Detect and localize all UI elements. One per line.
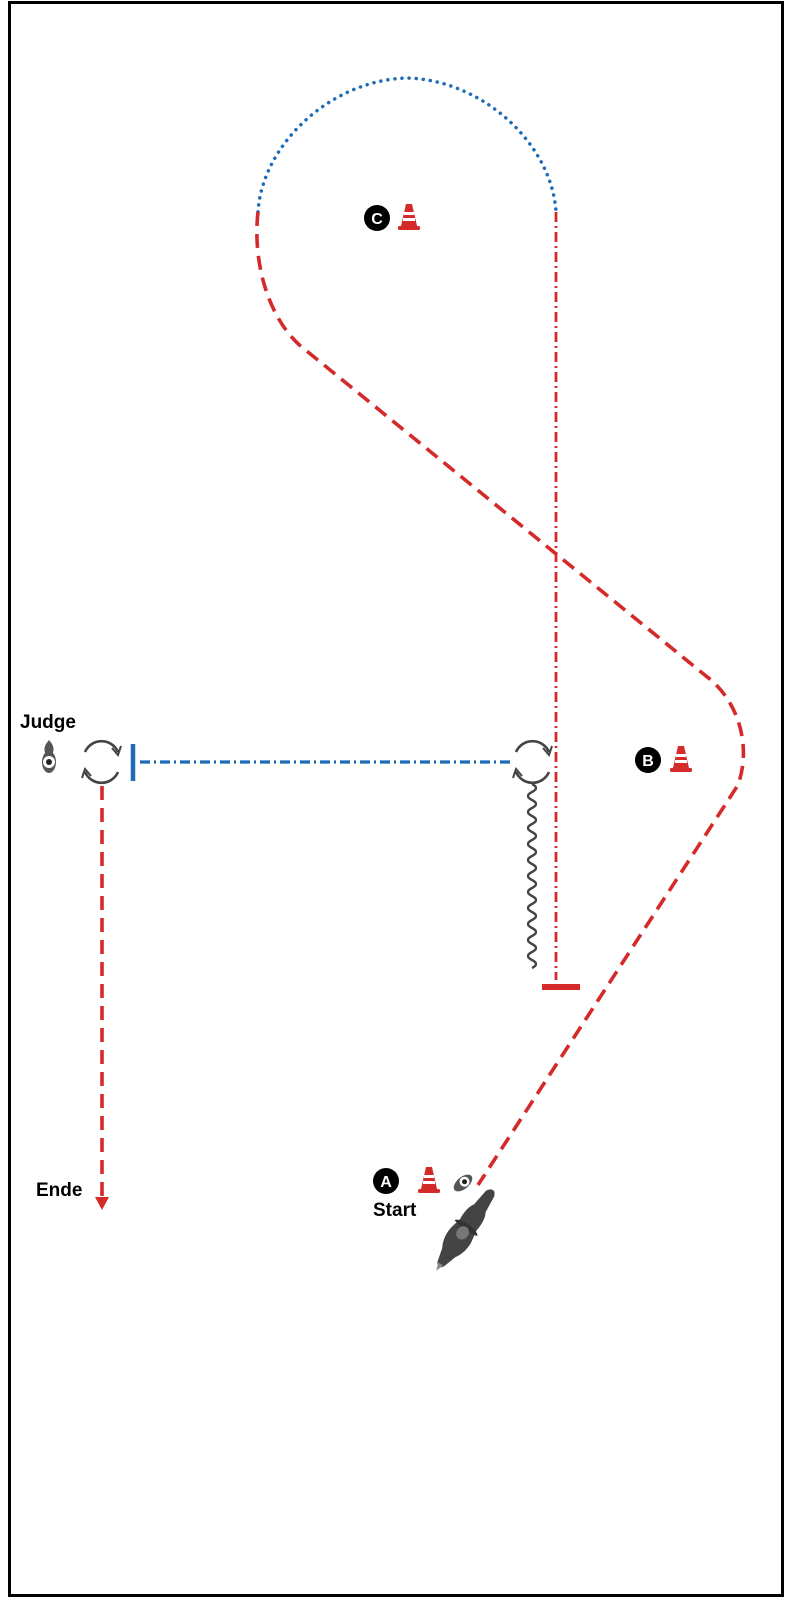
traffic-cone-icon [670, 746, 692, 772]
traffic-cone-icon [398, 204, 420, 230]
spin-arrows-icon [81, 739, 122, 785]
judge-label: Judge [20, 712, 76, 733]
arena-frame [8, 1, 784, 1597]
horse-and-rider-icon [436, 1189, 495, 1271]
judge-eye-icon [42, 740, 56, 773]
marker-b: B [635, 747, 661, 773]
arrow-down-icon [95, 1197, 109, 1210]
svg-text:A: A [380, 1174, 392, 1191]
svg-text:B: B [642, 753, 654, 770]
end-label: Ende [36, 1180, 82, 1201]
traffic-cone-icon [418, 1167, 440, 1193]
start-label: Start [373, 1200, 417, 1221]
judge-eye-icon [453, 1174, 473, 1192]
spin-arrows-icon [512, 739, 553, 785]
marker-a: A [373, 1168, 399, 1194]
top-circle-dotted [256, 76, 558, 214]
svg-text:C: C [371, 211, 383, 228]
marker-c: C [364, 205, 390, 231]
pattern-path-red [255, 211, 746, 1186]
backup-squiggle [526, 782, 538, 970]
